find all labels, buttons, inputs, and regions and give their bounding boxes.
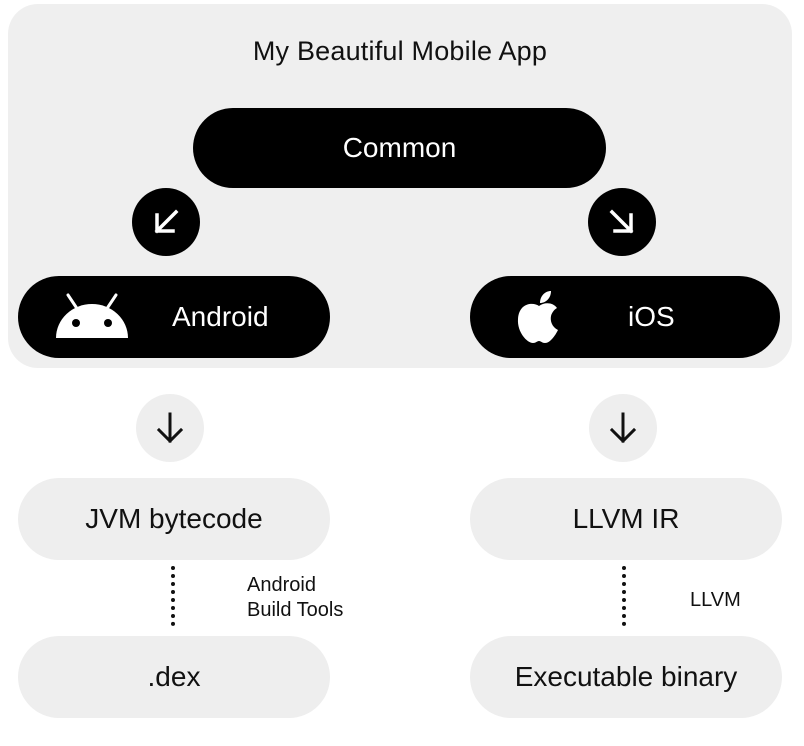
- executable-binary-label: Executable binary: [514, 661, 738, 692]
- llvm-tool-label: LLVM: [690, 589, 741, 611]
- arrow-down-icon: [589, 394, 657, 462]
- tool-label-line: Build Tools: [247, 599, 344, 621]
- llvm-ir-label: LLVM IR: [572, 503, 680, 534]
- ios-label: iOS: [628, 301, 675, 332]
- dex-label: .dex: [147, 661, 201, 692]
- android-label: Android: [172, 301, 269, 332]
- arrow-down-icon: [136, 394, 204, 462]
- arrow-down-left-icon: [132, 188, 200, 256]
- android-platform: Android: [18, 276, 330, 358]
- dex-box: .dex: [18, 636, 330, 718]
- arrow-down-right-icon: [588, 188, 656, 256]
- jvm-bytecode-label: JVM bytecode: [85, 503, 263, 534]
- ios-platform: iOS: [470, 276, 780, 358]
- apple-icon: [514, 290, 564, 349]
- tool-label-line: Android: [247, 574, 316, 596]
- common-module: Common: [193, 108, 606, 188]
- llvm-ir-box: LLVM IR: [470, 478, 782, 560]
- app-title: My Beautiful Mobile App: [252, 36, 548, 66]
- android-build-tools-label: Android Build Tools: [247, 573, 343, 623]
- executable-binary-box: Executable binary: [470, 636, 782, 718]
- android-build-connector: [171, 566, 175, 626]
- android-icon: [54, 292, 130, 345]
- llvm-connector: [622, 566, 626, 626]
- common-label: Common: [342, 132, 457, 163]
- jvm-bytecode-box: JVM bytecode: [18, 478, 330, 560]
